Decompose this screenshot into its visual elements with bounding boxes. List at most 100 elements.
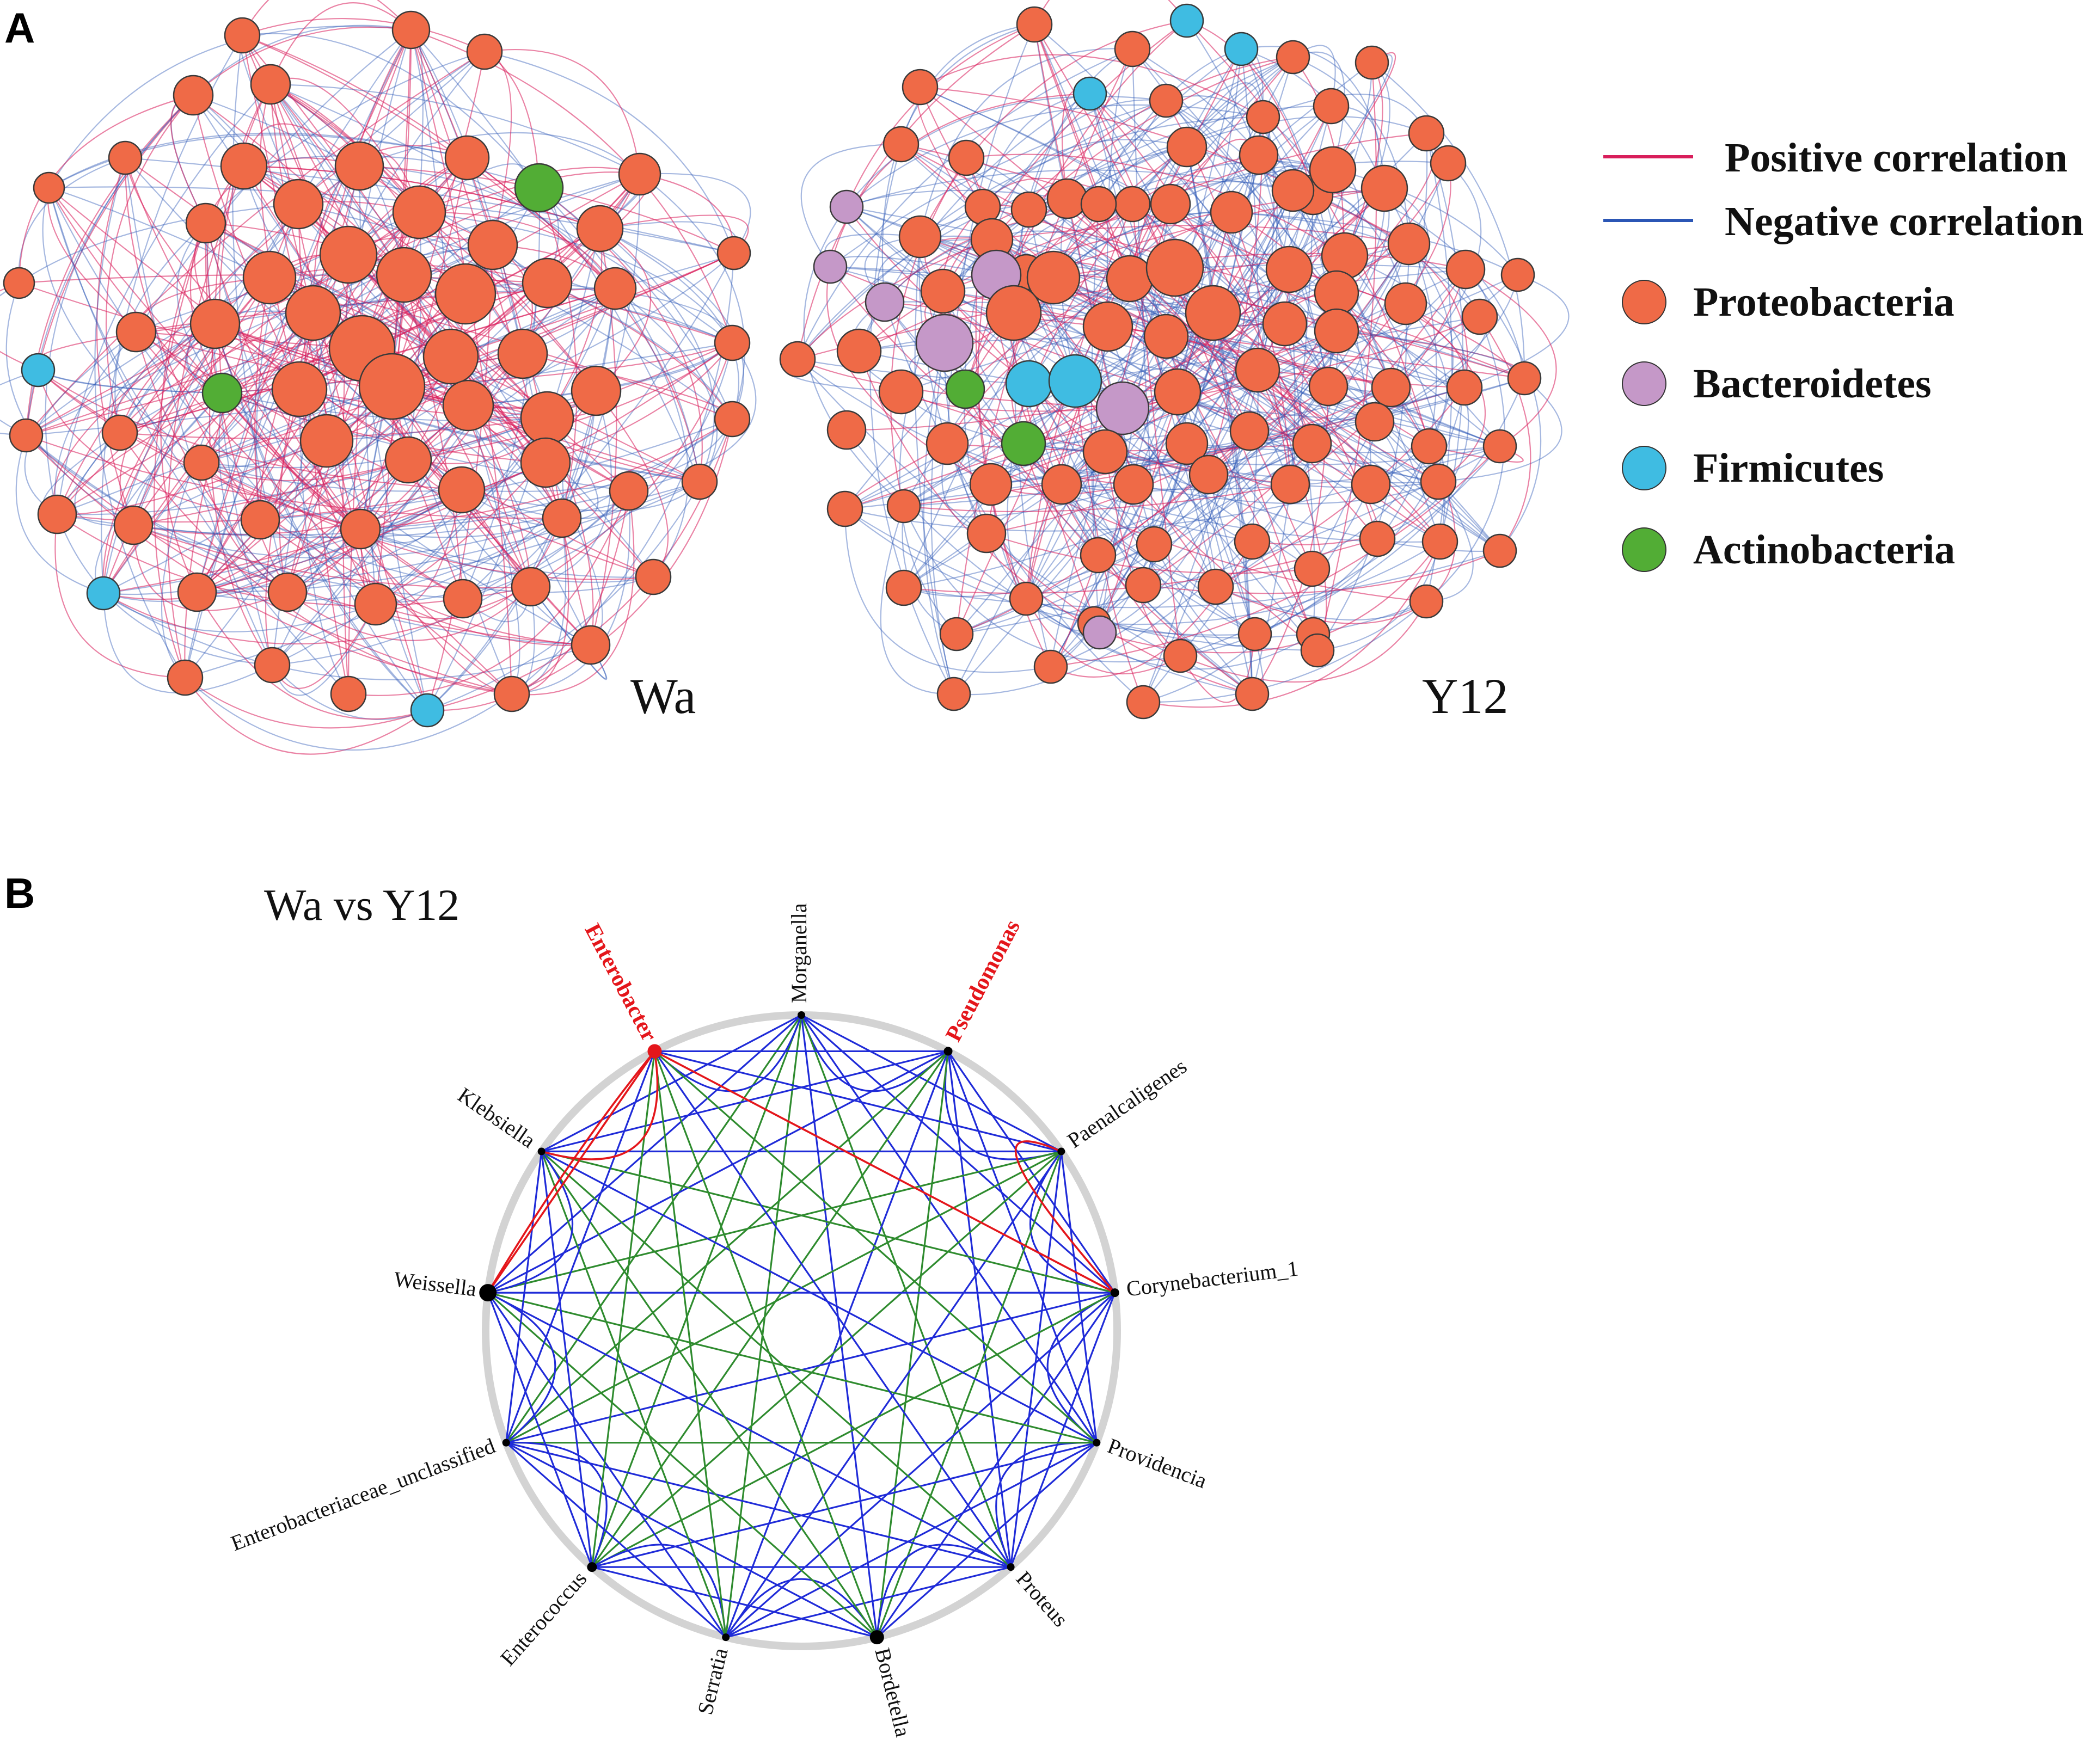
genus-link [592,1566,878,1638]
taxon-node [902,69,939,106]
correlation-edge [287,586,531,641]
correlation-edge [94,157,186,678]
genus-link [505,1151,543,1443]
correlation-edge [255,204,299,520]
taxon-node [1482,429,1517,464]
taxon-node [1165,422,1209,465]
correlation-edge [15,435,104,594]
correlation-edge [900,23,1035,145]
correlation-edge [299,388,548,419]
genus-link [541,1014,802,1152]
taxon-node [319,225,378,284]
taxon-node [1033,649,1068,684]
taxon-node [920,268,966,314]
genus-link [591,1015,802,1568]
correlation-edge [0,282,39,371]
correlation-edge [986,386,1329,534]
genus-link [541,1151,878,1638]
correlation-edge [1061,387,1392,485]
correlation-edge [596,228,652,391]
taxon-node [948,139,985,176]
correlation-edge [1215,387,1465,587]
correlation-edge [48,134,468,188]
taxon-node [618,152,661,196]
correlation-edge [1129,278,1313,444]
correlation-edge [918,236,987,534]
legend: Positive correlation Negative correlatio… [1603,135,2083,573]
taxon-node [1313,88,1350,125]
taxon-node [1411,428,1448,465]
correlation-edge [57,440,327,515]
correlation-edge [272,405,469,666]
correlation-edge [530,342,733,587]
correlation-edge [56,84,271,515]
genus-node [537,1147,546,1155]
genus-node [798,1011,805,1019]
correlation-edge [599,228,744,420]
genus-link [506,1441,608,1568]
correlation-edge [185,677,512,751]
correlation-edge [103,593,591,680]
taxon-node [33,171,65,204]
correlation-edge [982,206,1525,379]
correlation-edge [903,506,1181,663]
taxon-node [520,437,571,488]
taxon-node [1136,526,1173,563]
taxon-node [376,247,432,303]
correlation-edge [956,443,1313,635]
correlation-edge [359,165,734,254]
taxon-node [497,328,548,379]
correlation-edge [254,277,271,520]
taxon-node [3,267,35,299]
correlation-edge [947,443,1134,496]
genus-label: Enterobacter [580,920,662,1046]
genus-link [654,1015,802,1092]
genus-link [801,1014,1062,1152]
genus-link [654,1050,1062,1153]
genus-link [506,1292,1116,1444]
genus-node [647,1044,662,1059]
taxon-node [1169,3,1204,38]
correlation-edge [1034,24,1285,324]
correlation-edge [547,282,733,420]
taxon-node [392,185,446,239]
taxon-node [1309,146,1357,194]
taxon-node [254,647,291,684]
genus-node [1007,1563,1015,1571]
correlation-edge [947,278,1130,444]
taxon-node [1048,354,1102,408]
correlation-edge [920,86,1465,388]
correlation-edge [18,94,194,284]
genus-link [876,1051,949,1638]
correlation-edge [375,288,616,605]
taxon-node [609,471,649,511]
taxon-node [267,572,308,612]
taxon-node [185,202,226,244]
correlation-edge [966,153,1345,256]
correlation-edge [375,518,563,619]
correlation-edge [47,187,223,394]
taxon-node [299,414,354,468]
taxon-node [173,75,214,116]
genus-link [487,1292,556,1443]
correlation-edge [846,104,1264,207]
genus-node [869,1630,884,1645]
taxon-node [201,372,243,414]
taxon-node [1445,249,1486,290]
correlation-edge [18,157,126,284]
taxon-node [1262,301,1308,347]
correlation-edge [133,517,562,559]
correlation-edge [25,95,194,436]
correlation-edge [105,95,194,433]
genus-link [800,1014,1116,1294]
correlation-edge [965,278,1130,390]
genus-node [722,1633,730,1642]
taxon-node [714,324,751,361]
legend-actinobacteria-swatch [1622,527,1666,572]
taxon-node [1446,369,1483,406]
correlation-edge [538,187,701,482]
correlation-edge [1089,93,1256,635]
correlation-edge [1180,601,1427,683]
taxon-node [1351,464,1391,505]
genus-link [541,1151,1098,1444]
